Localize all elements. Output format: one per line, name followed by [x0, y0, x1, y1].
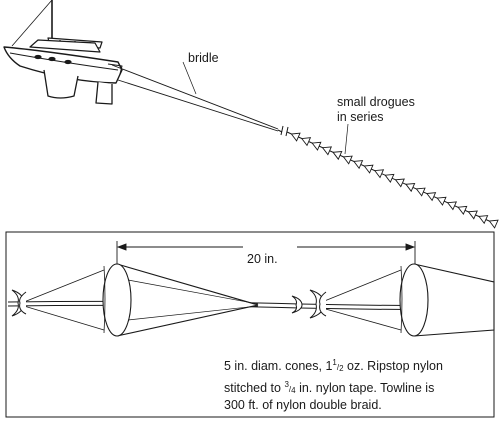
small-drogues-label: small drogues in series — [337, 95, 415, 125]
small-drogues-label-line2: in series — [337, 110, 384, 124]
swivel-right — [309, 289, 327, 319]
small-drogue — [457, 205, 468, 215]
bridle-lines — [111, 61, 279, 132]
detail-caption: 5 in. diam. cones, 11/2 oz. Ripstop nylo… — [224, 355, 443, 414]
small-drogue — [415, 187, 426, 197]
swivel-middle — [291, 295, 303, 314]
small-drogue — [311, 141, 322, 151]
frac-num: 1 — [332, 358, 337, 367]
dimension-line — [116, 241, 416, 280]
small-drogue — [426, 192, 437, 202]
dimension-label: 20 in. — [247, 252, 278, 266]
small-drogue — [332, 150, 343, 161]
small-drogues-label-line1: small drogues — [337, 95, 415, 109]
frac-den: 2 — [339, 364, 344, 373]
small-drogue — [384, 173, 395, 183]
small-drogue — [478, 215, 489, 225]
caption-line-3: 300 ft. of nylon double braid. — [224, 398, 382, 412]
small-drogue — [394, 178, 405, 188]
drogue-cone-right — [321, 263, 495, 337]
bridle-label: bridle — [188, 51, 219, 65]
small-drogue — [467, 210, 478, 220]
small-drogue — [373, 169, 385, 179]
small-drogue — [300, 137, 312, 147]
caption-line-1-a: 5 in. diam. cones, 1 — [224, 359, 333, 373]
small-drogue — [446, 201, 458, 211]
caption-fraction-half: 1/2 — [332, 358, 344, 373]
small-drogue — [363, 164, 374, 174]
swivel-left — [11, 289, 27, 317]
caption-line-2: stitched to 3/4 in. nylon tape. Towline … — [224, 377, 443, 399]
frac-num: 3 — [284, 379, 289, 389]
drogue-cone-left — [23, 263, 259, 337]
small-drogue — [353, 160, 364, 170]
caption-fraction-three-quarters: 3/4 — [284, 379, 296, 395]
small-drogue-series — [290, 132, 499, 229]
caption-line-1: 5 in. diam. cones, 11/2 oz. Ripstop nylo… — [224, 355, 443, 377]
small-drogue — [321, 146, 333, 156]
sailboat — [3, 0, 123, 105]
small-drogue — [342, 155, 353, 165]
caption-line-1-b: oz. Ripstop nylon — [343, 359, 443, 373]
small-drogue — [488, 219, 499, 229]
small-drogue — [290, 132, 301, 142]
small-drogue — [436, 196, 447, 206]
caption-line-2-a: stitched to — [224, 380, 285, 395]
small-drogue — [405, 182, 416, 193]
caption-line-2-b: in. nylon tape. Towline is — [295, 380, 435, 395]
frac-den: 4 — [291, 385, 296, 395]
